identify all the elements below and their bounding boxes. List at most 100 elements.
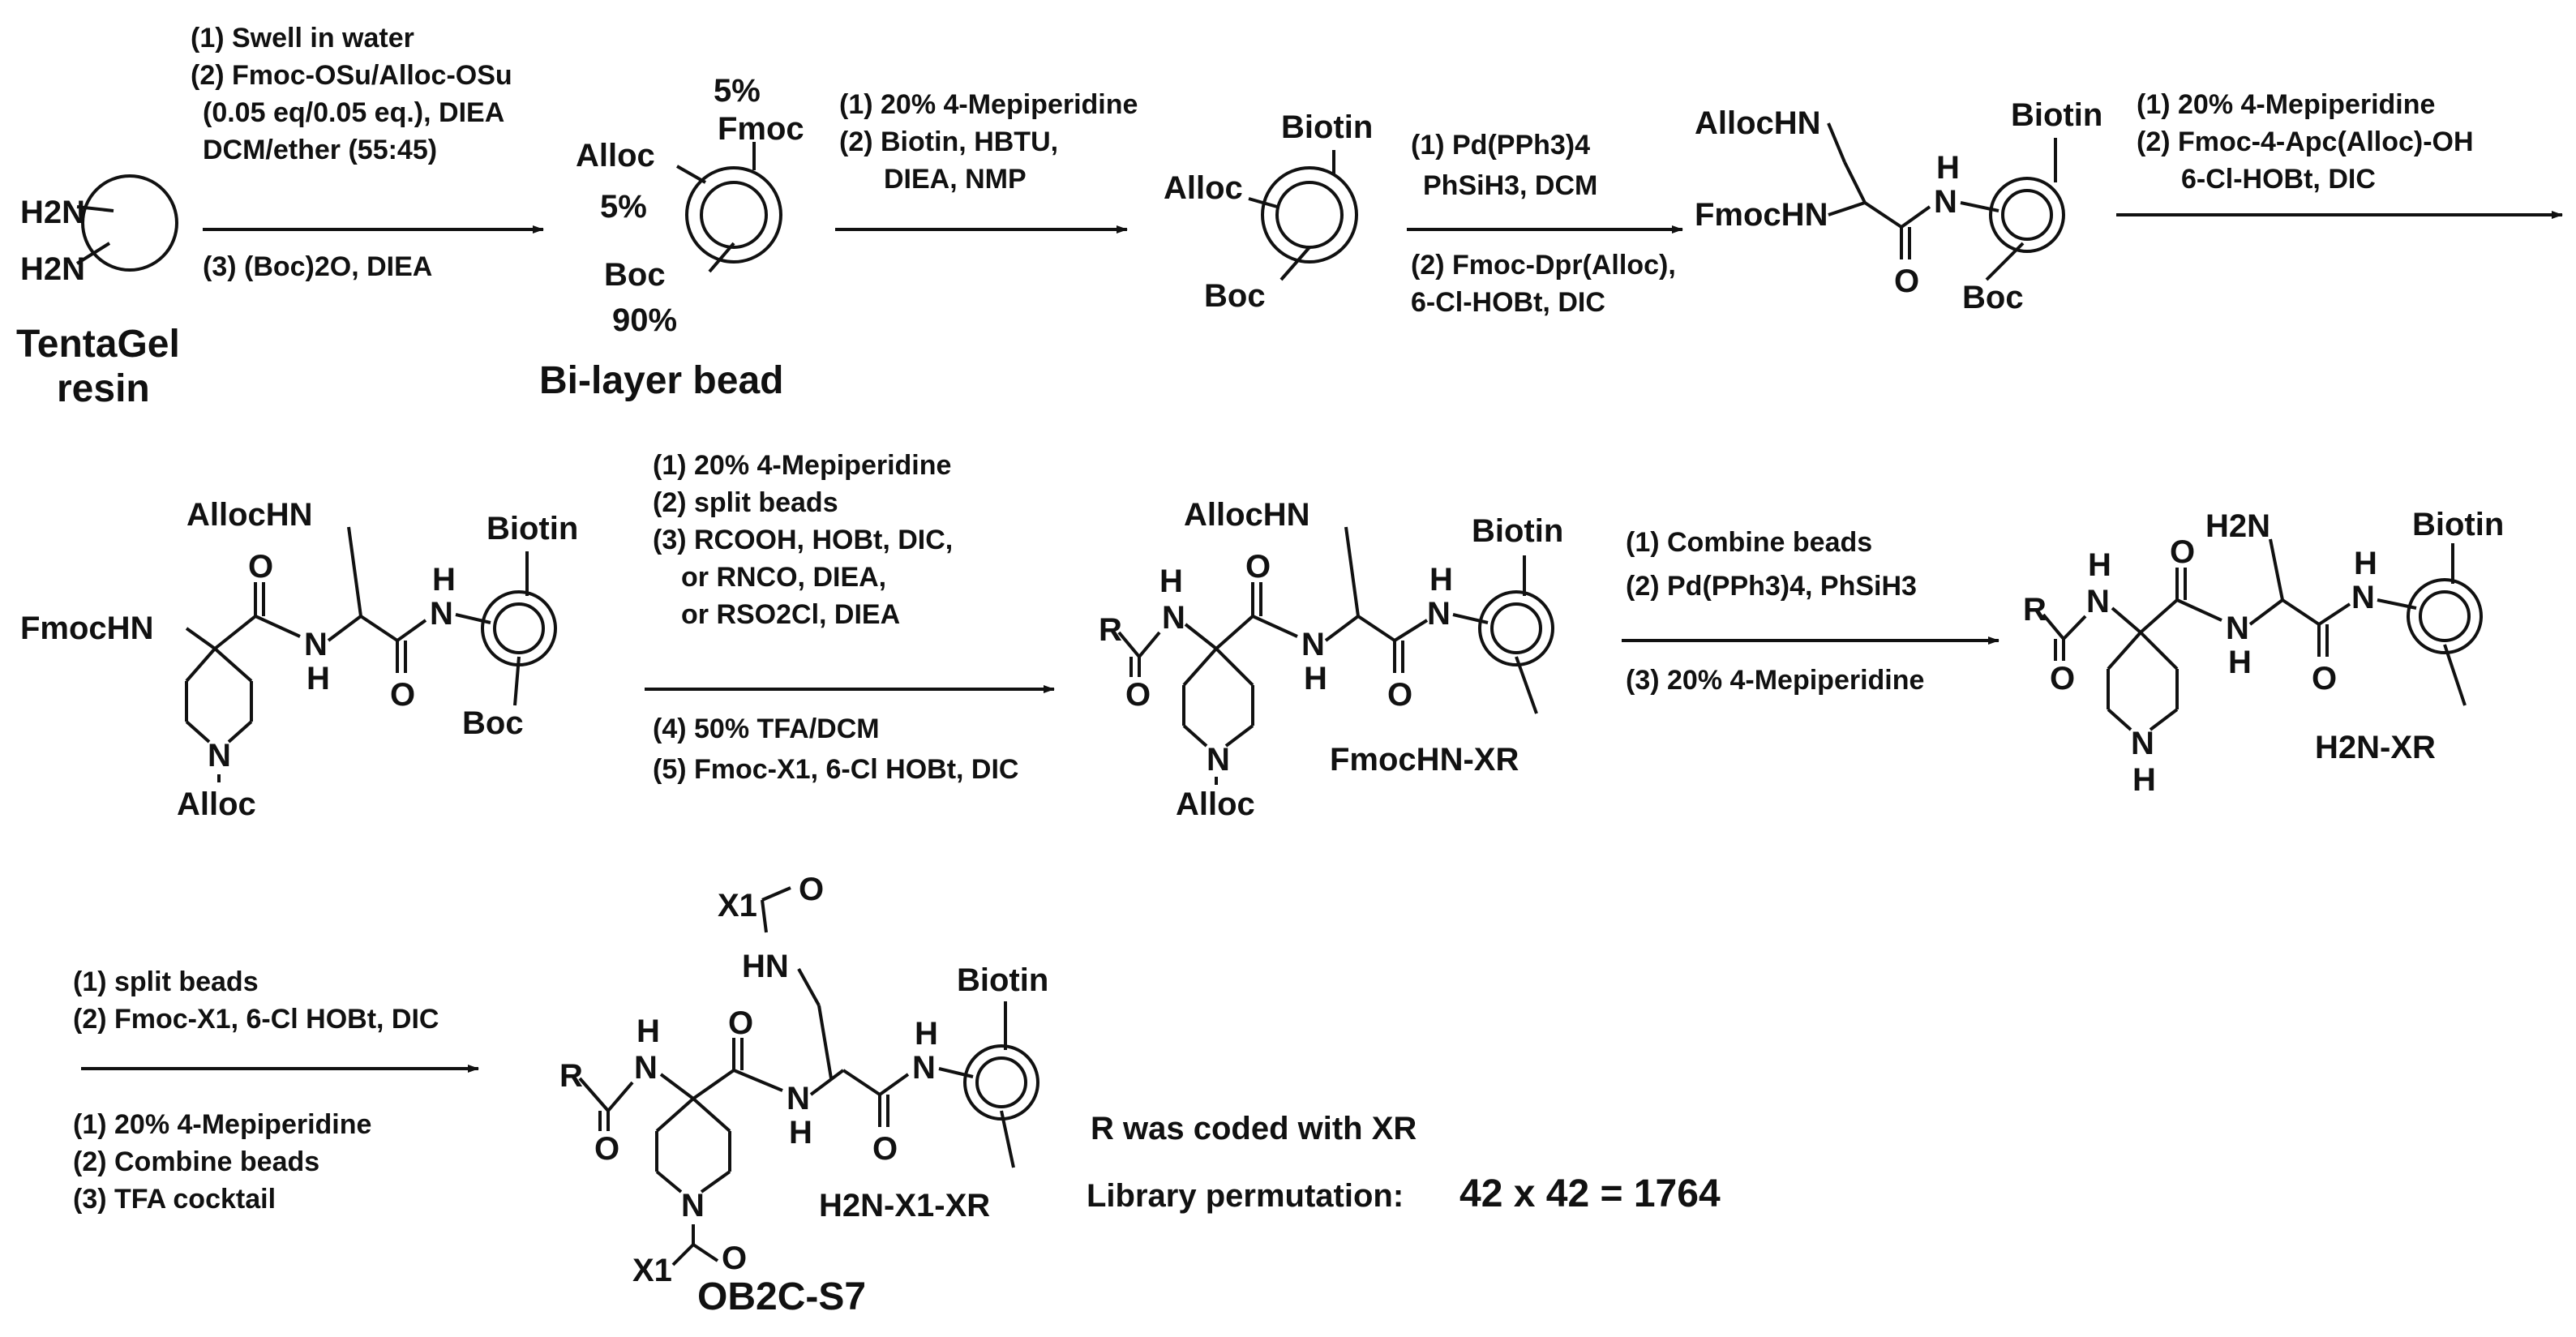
step-5-line-7: (5) Fmoc-X1, 6-Cl HOBt, DIC [653,754,1018,785]
compound-5-allochn: AllocHN [1184,497,1310,533]
bilayer-title: Bi-layer bead [539,359,783,402]
compound-6-ring-n: N [2131,726,2154,761]
compound-4-o2: O [390,677,415,713]
step-3-line-1: (1) Pd(PPh3)4 [1411,130,1590,161]
tentagel-resin: H2N H2N TentaGel resin [16,174,180,410]
compound-4-biotin: Biotin [486,511,578,546]
step-7-line-3: (1) 20% 4-Mepiperidine [73,1109,371,1140]
step-7-line-2: (2) Fmoc-X1, 6-Cl HOBt, DIC [73,1004,439,1035]
step-4-line-1: (1) 20% 4-Mepiperidine [2137,89,2435,120]
step-1-line-4: DCM/ether (55:45) [203,135,437,165]
compound-3-biotin: Biotin [2011,97,2102,133]
compound-5-n2: N [1301,627,1325,662]
compound-4-ring-n: N [208,738,231,773]
step-5-line-1: (1) 20% 4-Mepiperidine [653,450,951,481]
step-1-line-1: (1) Swell in water [191,23,414,54]
product-n2: N [787,1081,810,1116]
compound-4-h1: H [306,661,330,696]
resin-nh2-top: H2N [20,195,85,230]
product-x1-top: X1 [718,888,757,923]
resin-name-2: resin [57,367,150,410]
compound-6-o3: O [2312,661,2337,696]
compound-6-h2n-x: H2N-XR [2315,730,2436,765]
step-7-line-5: (3) TFA cocktail [73,1184,276,1215]
compound-6-o1: O [2050,661,2075,696]
compound-5-o1: O [1125,677,1151,713]
resin-nh2-bottom: H2N [20,251,85,287]
product-r: R [559,1058,583,1094]
resin-name-1: TentaGel [16,323,180,366]
compound-5-r: R [1099,612,1122,648]
permutation-label: Library permutation: [1087,1178,1404,1214]
compound-4-allochn: AllocHN [186,497,313,533]
bilayer-bead: 5% Fmoc Alloc 5% Boc 90% Bi-layer bead [539,73,804,402]
compound-6-n2: N [2226,611,2249,646]
step-2-line-2: (2) Biotin, HBTU, [839,126,1058,157]
step-3-line-3: (2) Fmoc-Dpr(Alloc), [1411,250,1676,281]
compound-biotin-bead: Biotin Alloc Boc [1164,109,1373,314]
step-5-line-2: (2) split beads [653,487,838,518]
step-5-line-3: (3) RCOOH, HOBt, DIC, [653,525,953,555]
product-h2n-x: H2N-X1-XR [819,1188,990,1223]
compound-5-ring-n: N [1207,742,1230,778]
compound-3-n: N [1934,184,1957,220]
product-biotin: Biotin [957,962,1048,998]
bilayer-boc: Boc [604,257,666,293]
compound-deprotected: R O H N N H O H2N N H O H N [2023,507,2504,798]
compound-4-boc: Boc [462,705,524,741]
compound-3-fmochn: FmocHN [1695,197,1828,233]
compound-6-h2n: H2N [2205,508,2270,544]
step-3-line-4: 6-Cl-HOBt, DIC [1411,287,1605,318]
compound-4-o1: O [248,549,273,585]
step-2-line-3: DIEA, NMP [884,164,1027,195]
compound-6-o2: O [2170,534,2195,570]
product-o3: O [872,1131,898,1167]
step-6-line-2: (2) Pd(PPh3)4, PhSiH3 [1626,571,1917,602]
product-name: OB2C-S7 [697,1275,866,1318]
compound-5-biotin: Biotin [1472,513,1563,549]
compound-2-biotin: Biotin [1281,109,1373,145]
step-4-line-3: 6-Cl-HOBt, DIC [2181,164,2376,195]
compound-4-n2: N [430,596,453,632]
compound-5-h1: H [1159,564,1183,599]
compound-5-n1: N [1162,600,1185,636]
compound-6-h1: H [2088,547,2111,583]
step-7-line-1: (1) split beads [73,966,259,997]
step-5-line-5: or RSO2Cl, DIEA [681,599,900,630]
compound-5-h2: H [1304,661,1327,696]
product-ring-n: N [681,1188,705,1223]
coding-note: R was coded with XR [1091,1111,1417,1146]
compound-2-boc: Boc [1204,278,1266,314]
step-5-line-4: or RNCO, DIEA, [681,562,886,593]
step-1-conditions: (1) Swell in water (2) Fmoc-OSu/Alloc-OS… [191,23,544,282]
product-n3: N [912,1050,936,1086]
bilayer-alloc-pct: 5% [600,189,647,225]
step-3-line-2: PhSiH3, DCM [1423,170,1597,201]
compound-dpr: AllocHN FmocHN O H N Biotin Boc [1695,97,2102,315]
product-o2: O [728,1005,753,1041]
product-h3: H [915,1016,938,1052]
compound-6-h2: H [2228,645,2252,680]
step-1-line-5: (3) (Boc)2O, DIEA [203,251,432,282]
compound-6-ring-h: H [2132,762,2156,798]
step-5-line-6: (4) 50% TFA/DCM [653,713,880,744]
final-product: X1 O HN R O H N N X1 O O N H [559,872,1048,1318]
compound-3-h: H [1936,150,1960,186]
step-6-line-1: (1) Combine beads [1626,527,1872,558]
step-1-line-2: (2) Fmoc-OSu/Alloc-OSu [191,60,512,91]
compound-5-fmochn-x: FmocHN-XR [1330,742,1519,778]
bilayer-fmoc: Fmoc [718,111,804,147]
bilayer-fmoc-pct: 5% [714,73,761,109]
step-3-conditions: (1) Pd(PPh3)4 PhSiH3, DCM (2) Fmoc-Dpr(A… [1407,130,1683,318]
product-hn: HN [742,949,789,984]
compound-6-r: R [2023,592,2047,628]
compound-5-o2: O [1245,549,1271,585]
step-4-line-2: (2) Fmoc-4-Apc(Alloc)-OH [2137,126,2474,157]
product-x1-bottom: X1 [632,1253,672,1288]
step-2-line-1: (1) 20% 4-Mepiperidine [839,89,1138,120]
product-h1: H [636,1013,660,1049]
compound-4-alloc: Alloc [177,786,256,822]
library-notes: R was coded with XR Library permutation:… [1087,1111,1721,1215]
step-2-conditions: (1) 20% 4-Mepiperidine (2) Biotin, HBTU,… [835,89,1138,234]
compound-3-boc: Boc [1962,280,2024,315]
